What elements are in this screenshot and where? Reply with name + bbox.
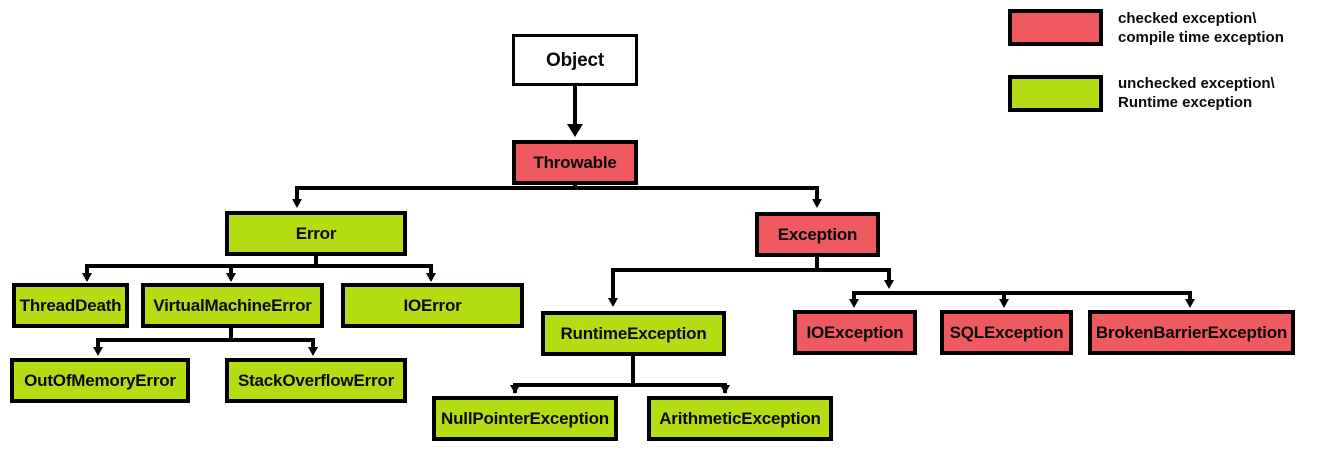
arrowhead-stackoverflowerror — [308, 347, 318, 356]
edge-drop-exception — [815, 186, 819, 200]
edge-exception-trunk — [815, 257, 819, 268]
node-exception[interactable]: Exception — [755, 212, 880, 257]
arrowhead-exception-secondary — [884, 280, 894, 289]
edge-error-bus — [85, 264, 433, 268]
node-out-of-memory-error[interactable]: OutOfMemoryError — [10, 358, 190, 403]
arrowhead-virtualmachineerror — [226, 273, 236, 282]
node-throwable[interactable]: Throwable — [512, 140, 638, 185]
node-io-error[interactable]: IOError — [341, 283, 524, 328]
arrowhead-outofmemoryerror — [93, 347, 103, 356]
legend-label-unchecked: unchecked exception\ Runtime exception — [1118, 75, 1275, 112]
edge-exception-secondary-bus — [852, 291, 1192, 295]
node-arithmetic-exception[interactable]: ArithmeticException — [647, 396, 833, 441]
edge-drop-brokenbarrierexception — [1188, 291, 1192, 301]
node-runtime-exception[interactable]: RuntimeException — [541, 311, 726, 356]
arrowhead-exception — [812, 199, 822, 208]
arrowhead-arithmeticexception — [720, 385, 730, 394]
node-sql-exception[interactable]: SQLException — [940, 310, 1073, 355]
edge-drop-virtualmachineerror — [229, 264, 233, 275]
node-io-exception[interactable]: IOException — [793, 310, 917, 355]
arrowhead-threaddeath — [82, 273, 92, 282]
arrowhead-ioexception — [849, 299, 859, 308]
edge-throwable-bus — [295, 186, 819, 190]
legend-swatch-checked — [1008, 9, 1103, 46]
edge-drop-runtimeexception — [611, 268, 615, 300]
edge-runtimeexception-trunk — [631, 356, 635, 383]
node-error[interactable]: Error — [225, 211, 407, 256]
node-object[interactable]: Object — [512, 34, 638, 86]
node-broken-barrier-exception[interactable]: BrokenBarrierException — [1088, 310, 1295, 355]
edge-object-throwable — [573, 86, 577, 126]
edge-drop-sqlexception — [1002, 291, 1006, 301]
edge-drop-error — [295, 186, 299, 200]
edge-drop-stackoverflowerror — [311, 338, 315, 348]
arrowhead-runtimeexception — [608, 298, 618, 307]
edge-vme-bus — [96, 338, 315, 342]
node-null-pointer-exception[interactable]: NullPointerException — [432, 396, 618, 441]
node-stack-overflow-error[interactable]: StackOverflowError — [225, 358, 407, 403]
arrowhead-nullpointerexception — [510, 385, 520, 394]
arrowhead-throwable — [567, 124, 583, 137]
edge-exception-secondary-trunk — [887, 268, 891, 285]
edge-runtimeexception-bus — [513, 383, 727, 387]
arrowhead-sqlexception — [999, 299, 1009, 308]
edge-error-trunk — [314, 256, 318, 264]
arrowhead-brokenbarrierexception — [1185, 299, 1195, 308]
arrowhead-ioerror — [426, 273, 436, 282]
edge-drop-outofmemoryerror — [96, 338, 100, 348]
edge-vme-trunk — [229, 328, 233, 338]
edge-drop-ioexception — [852, 291, 856, 301]
arrowhead-error — [292, 199, 302, 208]
node-virtual-machine-error[interactable]: VirtualMachineError — [141, 283, 324, 328]
edge-drop-threaddeath — [85, 264, 89, 275]
edge-drop-ioerror — [429, 264, 433, 275]
edge-exception-bus — [611, 268, 891, 272]
legend-swatch-unchecked — [1008, 75, 1103, 112]
legend-label-checked: checked exception\ compile time exceptio… — [1118, 10, 1284, 47]
node-thread-death[interactable]: ThreadDeath — [12, 283, 129, 328]
